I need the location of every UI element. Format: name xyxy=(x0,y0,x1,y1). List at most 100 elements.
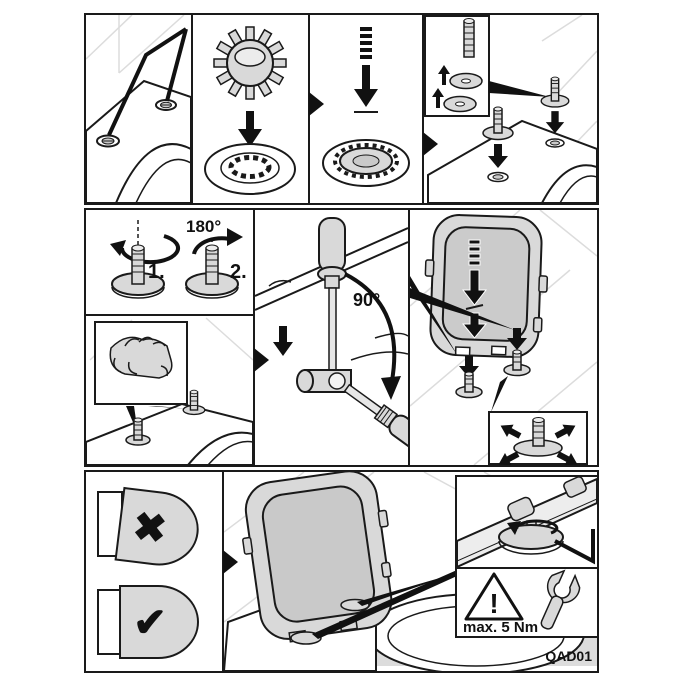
callout-arrow xyxy=(148,406,190,409)
panel-final-mount: QAD01 xyxy=(224,472,597,671)
gear-nut-icon xyxy=(213,26,287,100)
tile-lines xyxy=(86,15,185,74)
inset-divider xyxy=(457,567,597,569)
divider xyxy=(253,210,255,465)
cross-icon: ✖ xyxy=(130,505,169,553)
seat-line xyxy=(465,304,484,310)
check-icon: ✔ xyxy=(133,601,167,645)
up-arrow xyxy=(438,65,450,85)
bowl-rim xyxy=(541,164,597,203)
bolt-icon xyxy=(463,18,475,58)
dashed-push-arrow xyxy=(461,239,488,306)
warning-triangle-icon xyxy=(464,572,524,621)
callout-arrow xyxy=(410,288,515,330)
hinge-lug xyxy=(563,477,587,498)
toilet-top-surface xyxy=(86,402,253,465)
callout-arrow xyxy=(554,529,595,565)
panel-locate-holes xyxy=(86,15,191,203)
installed-bolt xyxy=(455,371,483,399)
rotate-arrow-head xyxy=(110,240,126,256)
installed-bolt xyxy=(182,389,206,416)
bolt-washer-assembly xyxy=(111,244,165,299)
next-step-arrow xyxy=(309,92,324,116)
divider xyxy=(408,210,410,465)
rotate-arrow-head xyxy=(507,521,521,535)
bolt-washer-assembly xyxy=(185,244,239,299)
final-mount-illustration: QAD01 xyxy=(224,472,597,671)
nut-over-socket-illustration xyxy=(204,26,296,195)
seat-lid-icon xyxy=(242,472,393,643)
callout-arrow xyxy=(491,376,508,412)
tighten-inset: ! max. 5 Nm xyxy=(455,475,597,638)
down-arrow xyxy=(488,144,508,168)
dashed-push-arrow xyxy=(354,27,378,107)
down-arrow xyxy=(273,326,293,356)
bolt-washer-assembly xyxy=(482,106,514,168)
wrench-icon xyxy=(540,569,581,630)
down-arrow xyxy=(459,356,479,378)
bowl-rim xyxy=(187,431,253,465)
seat-lid-icon xyxy=(424,214,549,358)
assemble-bolts-illustration xyxy=(424,15,597,203)
washer-icon xyxy=(449,72,483,90)
angle-90-label: 90° xyxy=(353,290,380,310)
angle-180-label: 180° xyxy=(186,217,221,236)
mounting-hole xyxy=(155,99,177,111)
hinge-slot xyxy=(454,346,471,357)
step-2-label: 2. xyxy=(230,261,247,283)
down-arrow xyxy=(507,328,527,350)
panel-hang-seat xyxy=(410,210,597,465)
press-nut-illustration xyxy=(322,27,410,187)
divider xyxy=(422,15,424,203)
panel-screw-in-bolts: 1. 180° 2. xyxy=(86,210,253,465)
warning-exclamation: ! xyxy=(489,588,498,619)
down-arrow xyxy=(461,312,488,339)
mounting-hole-center xyxy=(492,174,504,180)
hinge-cylinder xyxy=(296,369,352,393)
tighten-washer-illustration xyxy=(457,477,597,567)
toilet-top-surface xyxy=(86,79,191,203)
hinge-lug xyxy=(507,496,535,522)
callout-arrow xyxy=(489,81,550,97)
socket-ring xyxy=(204,143,296,195)
up-arrow xyxy=(432,88,444,108)
bowl-rim xyxy=(115,143,191,203)
socket-with-nut xyxy=(322,139,410,187)
bolt-washer-assembly xyxy=(540,76,570,134)
panel-assemble-bolts xyxy=(424,15,597,203)
mounting-hole xyxy=(96,134,120,148)
rotate-90-arrow xyxy=(344,272,397,387)
hand-icon xyxy=(109,336,173,379)
callout-arrow xyxy=(312,570,457,639)
down-arrow xyxy=(545,111,565,134)
down-arrow xyxy=(238,111,262,147)
row-1 xyxy=(84,13,599,205)
screwdriver-folded-icon xyxy=(343,383,408,452)
installed-bolt xyxy=(503,349,531,377)
rotate-arrow-head xyxy=(227,228,243,246)
washer-edge xyxy=(498,540,564,555)
next-step-arrow xyxy=(223,550,238,574)
callout-arrow xyxy=(107,27,188,136)
fold-90-illustration: 90° xyxy=(255,217,408,452)
bowl-rim-inner xyxy=(559,175,597,203)
next-step-arrow xyxy=(254,348,269,372)
locate-holes-illustration xyxy=(86,15,191,203)
screwdriver-icon xyxy=(317,217,347,375)
diagram-code: QAD01 xyxy=(545,648,592,664)
rotate-180-step: 180° 2. xyxy=(185,217,247,299)
row-3: ✖ ✔ xyxy=(84,470,599,673)
bowl-rim-inner xyxy=(207,440,253,465)
adjustable-bolt xyxy=(513,417,563,457)
hinge-washer xyxy=(498,524,564,550)
next-step-arrow xyxy=(423,132,438,156)
row-2: 1. 180° 2. xyxy=(84,208,599,467)
misaligned-lid: ✖ xyxy=(97,486,199,566)
adjust-arrows xyxy=(498,424,578,465)
panel-alignment-check: ✖ ✔ xyxy=(86,472,222,671)
sub-divider xyxy=(86,314,253,316)
rotate-arrow xyxy=(119,234,180,265)
panel-nut-over-socket xyxy=(193,15,308,203)
screw-in-bolts-illustration: 1. 180° 2. xyxy=(86,217,253,465)
